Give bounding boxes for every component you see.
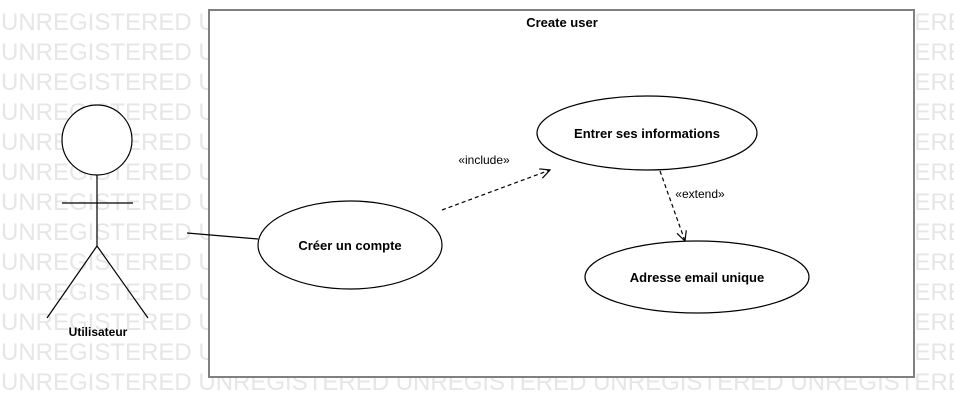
association-line[interactable] (186, 232, 259, 240)
actor-utilisateur[interactable] (46, 104, 149, 319)
use-case-entrer-ses-informations[interactable]: Entrer ses informations (536, 95, 758, 171)
actor-label: Utilisateur (69, 325, 128, 339)
include-arrow[interactable] (441, 170, 550, 211)
system-title: Create user (526, 15, 598, 30)
use-case-label: Créer un compte (298, 238, 401, 253)
actor-right-leg (96, 245, 149, 319)
extend-arrow[interactable] (659, 170, 685, 241)
actor-left-leg (46, 245, 98, 319)
use-case-ellipse (536, 95, 758, 171)
extend-label: «extend» (675, 187, 725, 201)
use-case-adresse-email-unique[interactable]: Adresse email unique (584, 240, 810, 314)
use-case-creer-un-compte[interactable]: Créer un compte (257, 200, 443, 290)
use-case-label: Entrer ses informations (574, 126, 720, 141)
use-case-ellipse (257, 200, 443, 290)
include-label: «include» (458, 153, 510, 167)
system-boundary[interactable] (208, 9, 915, 378)
use-case-ellipse (584, 240, 810, 314)
use-case-label: Adresse email unique (630, 270, 764, 285)
actor-head (61, 104, 133, 176)
